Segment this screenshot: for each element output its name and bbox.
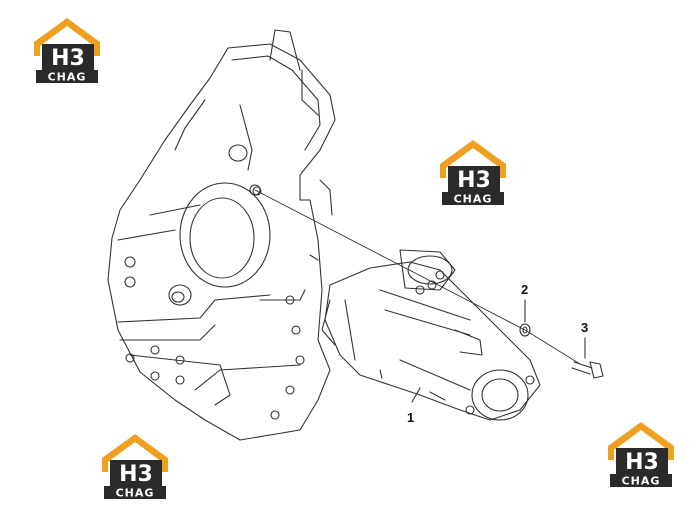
- svg-text:CHAG: CHAG: [454, 193, 493, 206]
- svg-text:H3: H3: [625, 450, 659, 475]
- svg-text:H3: H3: [51, 46, 85, 71]
- callout-washer: 2: [521, 282, 529, 297]
- svg-text:H3: H3: [119, 462, 153, 487]
- bolt: [571, 361, 604, 379]
- starter-motor: [321, 249, 541, 421]
- svg-text:CHAG: CHAG: [116, 487, 155, 500]
- callout-bolt: 3: [581, 320, 589, 335]
- svg-text:H3: H3: [457, 168, 491, 193]
- flywheel-housing: [107, 29, 336, 441]
- logo-watermark: H3 CHAG: [32, 16, 102, 84]
- callout-starter: 1: [407, 410, 415, 425]
- logo-watermark: H3 CHAG: [100, 432, 170, 500]
- alignment-line: [254, 189, 581, 365]
- logo-watermark: H3 CHAG: [438, 138, 508, 206]
- logo-watermark: H3 CHAG: [606, 420, 676, 488]
- svg-text:CHAG: CHAG: [622, 475, 661, 488]
- washer: [519, 323, 531, 337]
- leader-line-1: [411, 387, 421, 403]
- svg-text:CHAG: CHAG: [48, 71, 87, 84]
